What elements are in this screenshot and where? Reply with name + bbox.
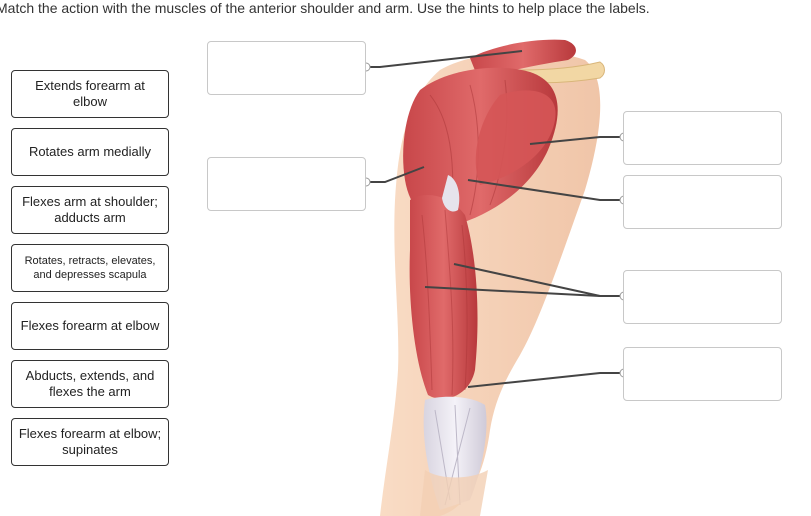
biceps-muscle: [409, 195, 478, 399]
drop-target-4[interactable]: [623, 175, 782, 229]
leader-line-6: [424, 286, 601, 297]
label-card-flexes-forearm[interactable]: Flexes forearm at elbow: [11, 302, 169, 350]
leader-line-4: [467, 179, 624, 201]
leader-line-1: [366, 50, 523, 68]
drop-target-1[interactable]: [207, 41, 366, 95]
label-card-extends-forearm[interactable]: Extends forearm at elbow: [11, 70, 169, 118]
drop-target-2[interactable]: [207, 157, 366, 211]
drop-target-5[interactable]: [623, 270, 782, 324]
leader-lines: [366, 50, 624, 388]
label-card-abducts-arm[interactable]: Abducts, extends, and flexes the arm: [11, 360, 169, 408]
label-card-flexes-arm-adducts[interactable]: Flexes arm at shoulder; adducts arm: [11, 186, 169, 234]
label-card-rotates-scapula[interactable]: Rotates, retracts, elevates, and depress…: [11, 244, 169, 292]
drop-target-3[interactable]: [623, 111, 782, 165]
label-card-rotates-arm-medially[interactable]: Rotates arm medially: [11, 128, 169, 176]
leader-line-3: [529, 136, 624, 145]
label-card-flexes-supinates[interactable]: Flexes forearm at elbow; supinates: [11, 418, 169, 466]
pectoralis-muscle: [475, 90, 556, 185]
leader-line-2: [366, 166, 425, 183]
instructions-text: Match the action with the muscles of the…: [0, 0, 650, 16]
drop-target-6[interactable]: [623, 347, 782, 401]
shoulder-tendon: [442, 175, 460, 212]
leader-line-7: [467, 372, 624, 388]
